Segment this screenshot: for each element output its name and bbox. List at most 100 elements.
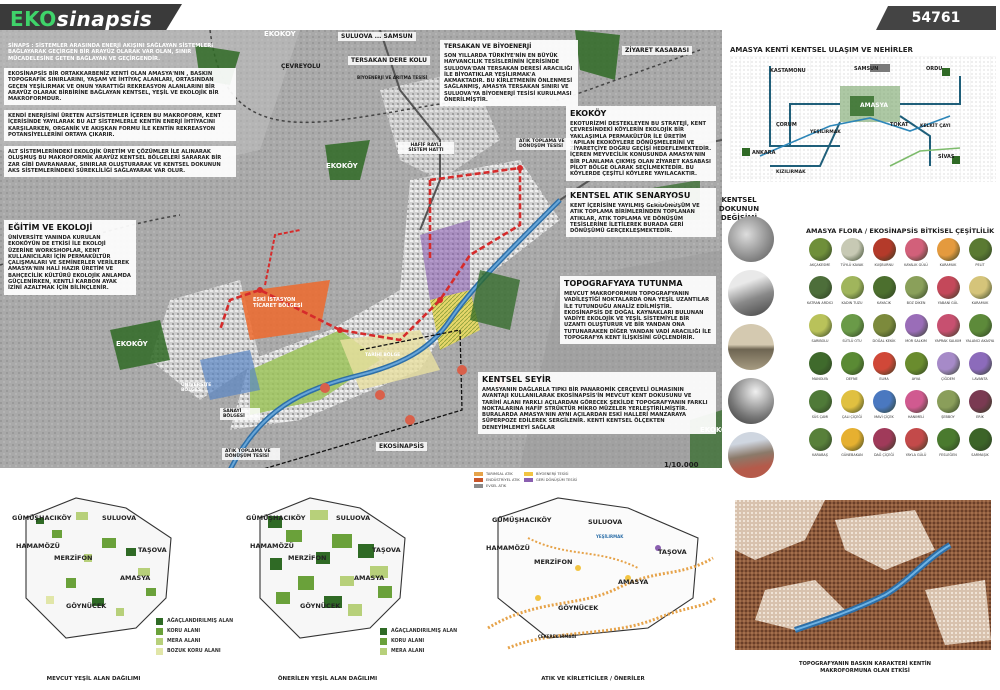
flora-item: ÇİĞDEM: [932, 352, 964, 390]
town-amasya-2: AMASYA: [354, 574, 385, 582]
flora-item: KADIN TUZU: [836, 276, 868, 314]
flora-photo: [904, 352, 928, 375]
flora-item: GÜNEBAKAN: [836, 428, 868, 466]
town-gumushacikoy-1: GÜMÜŞHACIKÖY: [12, 514, 72, 522]
seyir-box: KENTSEL SEYİR AMASYANIN DAĞLARLA TIPKI B…: [478, 372, 716, 435]
logo: EKOsinapsis: [10, 7, 153, 31]
city-samsun: SAMSUN: [854, 66, 879, 72]
flora-photo: [936, 428, 960, 451]
flora-name: MANOLYA: [811, 377, 828, 381]
flora-photo: [808, 238, 832, 261]
flora-name: MOR SALKIM: [905, 339, 927, 343]
label-sanayi: SANAYİ BÖLGESİ: [220, 408, 260, 420]
flora-name: KARAMUK: [971, 301, 989, 305]
flora-photo: [904, 390, 928, 413]
atik-box: KENTSEL ATIK SENARYOSU KENT İÇERİSİNE YA…: [566, 188, 716, 238]
label-ziyaret: ZİYARET KASABASI: [622, 46, 692, 55]
legend2-row-2: KORU ALANI: [380, 638, 424, 645]
label-ekokoy-5: EKOKÖY: [700, 426, 722, 434]
flora-item: HANIMELİ: [900, 390, 932, 428]
flora-item: MAVİ ÇİÇEK: [868, 390, 900, 428]
city-amasya: AMASYA: [860, 102, 888, 109]
flora-item: KARAMUK: [932, 238, 964, 276]
city-tokat: TOKAT: [890, 122, 909, 128]
flora-photo: [904, 276, 928, 299]
seyir-title: KENTSEL SEYİR: [482, 375, 552, 384]
town-goynucek-2: GÖYNÜCEK: [300, 602, 341, 610]
flora-photo: [968, 276, 992, 299]
legend3-row-3: EVSEL ATIK: [474, 484, 506, 488]
flora-item: ERİK: [964, 390, 996, 428]
flora-item: YAPRAK SALKIM: [932, 314, 964, 352]
existing-green-map: GÜMÜŞHACIKÖY HAMAMÖZÜ MERZİFON SULUOVA T…: [6, 478, 233, 682]
transport-map: KASTAMONU SAMSUN ORDU AMASYA ÇORUM YEŞİL…: [730, 56, 996, 182]
ekokoy-body: EKOTURİZMİ DESTEKLEYEN BU STRATEJİ, KENT…: [570, 121, 712, 178]
flora-photo: [808, 352, 832, 375]
city-corum: ÇORUM: [776, 122, 797, 128]
flora-photo: [872, 238, 896, 261]
topografya-box: TOPOGRAFYAYA TUTUNMA MEVCUT MAKROFORMUN …: [560, 276, 716, 345]
flora-photo: [936, 352, 960, 375]
flora-name: YABANİ GÜL: [937, 301, 959, 305]
town-tasova-3: TAŞOVA: [658, 548, 687, 556]
flora-name: YAPRAK SALKIM: [934, 339, 962, 343]
flora-name: KARABAŞ: [812, 453, 828, 457]
flora-item: KAYACIK: [868, 276, 900, 314]
flora-item: YAYLA GÜLÜ: [900, 428, 932, 466]
flora-photo: [840, 390, 864, 413]
flora-photo: [808, 276, 832, 299]
flora-name: MAVİ ÇİÇEK: [874, 415, 894, 419]
town-tasova-1: TAŞOVA: [138, 546, 167, 554]
egitim-body: ÜNİVERSİTE YANINDA KURULAN EKOKÖYÜN DE E…: [8, 235, 131, 292]
flora-name: KAYACIK: [877, 301, 891, 305]
city-kastamonu: KASTAMONU: [770, 68, 806, 74]
flora-item: ŞEBBOY: [932, 390, 964, 428]
flora-item: SARIBOLU: [804, 314, 836, 352]
town-hamamozu-3: HAMAMÖZÜ: [486, 544, 530, 552]
project-code: 54761: [876, 6, 996, 30]
flora-item: PELİT: [964, 238, 996, 276]
flora-item: BOZ DİKEN: [900, 276, 932, 314]
town-tasova-2: TAŞOVA: [372, 546, 401, 554]
town-merzifon-3: MERZİFON: [534, 558, 573, 566]
label-suluova: SULUOVA ... SAMSUN: [338, 32, 416, 41]
texture-photo-5: [728, 432, 774, 478]
flora-item: ÇALI ÇİÇEĞİ: [836, 390, 868, 428]
flora-name: SARIBOLU: [811, 339, 829, 343]
intro-paragraph-1: EKOSİNAPSİS BİR ORTAKKARBENİZ KENTİ OLAN…: [4, 68, 236, 106]
legend3-row-2: ENDÜSTRİYEL ATIK: [474, 478, 520, 482]
flora-photo: [872, 352, 896, 375]
town-amasya-3: AMASYA: [618, 578, 649, 586]
flora-name: SARMAŞIK: [971, 453, 989, 457]
transport-title: AMASYA KENTİ KENTSEL ULAŞIM VE NEHİRLER: [730, 46, 913, 54]
flora-title: AMASYA FLORA / EKOSİNAPSİS BİTKİSEL ÇEŞİ…: [806, 227, 995, 235]
flora-item: KARABAŞ: [804, 428, 836, 466]
texture-photo-1: [728, 216, 774, 262]
flora-item: LAVANTA: [964, 352, 996, 390]
flora-photo: [968, 314, 992, 337]
flora-item: AYVA: [900, 352, 932, 390]
town-gumushacikoy-2: GÜMÜŞHACIKÖY: [246, 514, 306, 522]
flora-item: SÜTLÜ OTU: [836, 314, 868, 352]
flora-name: AYVA: [911, 377, 921, 381]
legend2-row-3: MERA ALANI: [380, 648, 424, 655]
flora-name: KARAMUK: [939, 263, 957, 267]
flora-item: FESLEĞEN: [932, 428, 964, 466]
flora-item: MOR SALKIM: [900, 314, 932, 352]
town-amasya-1: AMASYA: [120, 574, 151, 582]
waste-pollutant-caption: ATIK VE KİRLETİCİLER / ÖNERİLER: [541, 676, 645, 682]
flora-photo: [808, 390, 832, 413]
river-cekerek: ÇEKEREK IRMAĞI: [538, 634, 577, 639]
city-ankara: ANKARA: [752, 150, 776, 156]
flora-name: ERİK: [976, 415, 984, 419]
flora-item: KARAMUK: [964, 276, 996, 314]
label-ekokoy-1: EKOKÖY: [264, 30, 296, 38]
flora-item: KUŞBURNU: [868, 238, 900, 276]
topography-graphic: [735, 500, 991, 650]
flora-name: LAVANTA: [972, 377, 988, 381]
flora-name: BOZ DİKEN: [906, 301, 926, 305]
flora-photo: [872, 390, 896, 413]
town-suluova-3: SULUOVA: [588, 518, 623, 526]
seyir-body: AMASYANIN DAĞLARLA TIPKI BİR PANAROMİK Ç…: [482, 387, 708, 431]
